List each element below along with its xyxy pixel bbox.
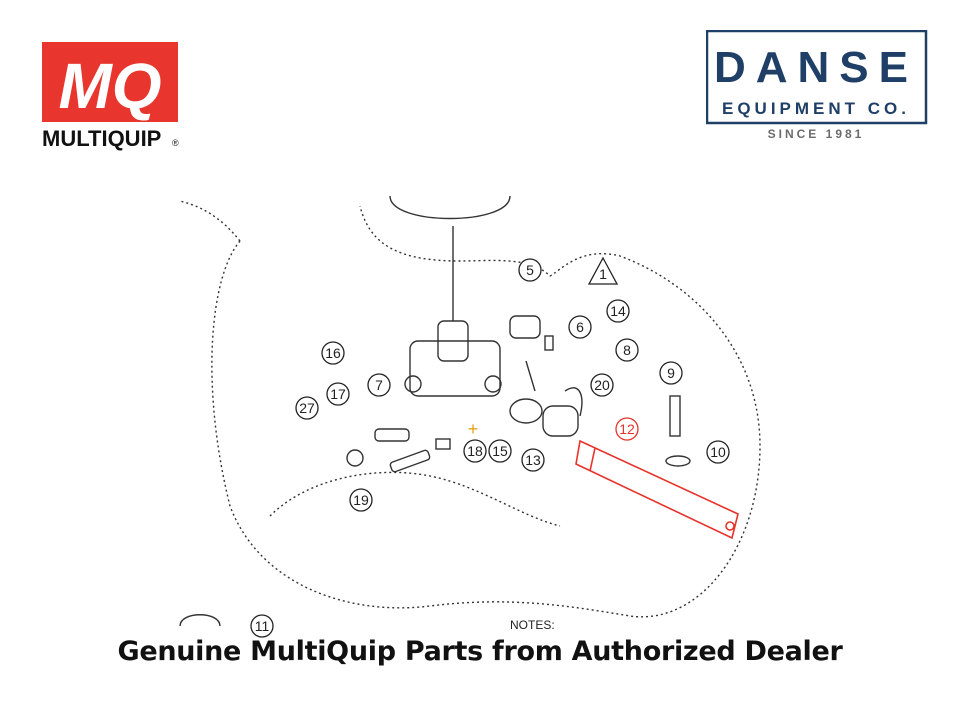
housing-outline (179, 200, 761, 618)
danse-logo-frame (705, 29, 928, 125)
danse-wordmark: DANSE (714, 43, 918, 92)
part-pin (525, 360, 536, 392)
callout-14: 14 (606, 299, 630, 323)
callout-19-label: 19 (353, 492, 369, 508)
callout-17-label: 17 (330, 386, 346, 402)
callout-16: 16 (321, 341, 345, 365)
mq-wordmark: MULTIQUIP (42, 126, 161, 151)
part-12-shaft-highlight (575, 439, 739, 540)
callout-18-marker (463, 439, 487, 463)
callout-19-marker (349, 488, 373, 512)
multiquip-logo: MQ MULTIQUIP ® (42, 42, 180, 152)
part-6-bolt (544, 335, 554, 351)
danse-equipment-logo: DANSE EQUIPMENT CO. SINCE 1981 (705, 29, 928, 142)
callout-6-label: 6 (576, 319, 584, 335)
callout-11-label: 11 (255, 618, 270, 634)
part-5-sleeve (509, 315, 541, 339)
mq-monogram: MQ (58, 50, 161, 122)
callout-12: 12 (615, 417, 639, 441)
callout-1-label: 1 (599, 266, 607, 282)
callout-20-marker (590, 373, 614, 397)
callout-6: 6 (568, 315, 592, 339)
callout-27-label: 27 (299, 400, 315, 416)
valve-body (409, 340, 501, 397)
callout-8-label: 8 (623, 342, 631, 358)
mq-logo-box (42, 42, 178, 122)
callout-20-label: 20 (594, 377, 610, 393)
callout-1: 1 (587, 256, 619, 285)
callout-18-label: 18 (467, 443, 483, 459)
callout-8-marker (615, 338, 639, 362)
callout-9: 9 (659, 361, 683, 385)
part-13-coupler (542, 405, 579, 437)
valve-stem (437, 320, 469, 362)
part-17-fitting (374, 428, 410, 442)
callout-5-label: 5 (526, 262, 534, 278)
callout-13: 13 (521, 448, 545, 472)
callout-7-label: 7 (375, 377, 383, 393)
callout-15-label: 15 (492, 443, 508, 459)
housing-inner-curve (269, 471, 561, 527)
mq-registered-mark: ® (172, 138, 179, 148)
callout-16-label: 16 (325, 345, 341, 361)
callout-13-label: 13 (525, 452, 541, 468)
callout-13-marker (521, 448, 545, 472)
caption: Genuine MultiQuip Parts from Authorized … (117, 636, 843, 667)
callout-14-marker (606, 299, 630, 323)
part-18-clip (435, 438, 451, 450)
callout-8: 8 (615, 338, 639, 362)
callout-7: 7 (367, 373, 391, 397)
notes-label: NOTES: (510, 618, 555, 632)
danse-subtitle: EQUIPMENT CO. (722, 99, 910, 118)
part-9-bolt (669, 395, 681, 437)
valve-port (484, 375, 502, 393)
callout-12-label: 12 (619, 421, 635, 437)
part-15-oring (509, 398, 543, 424)
part-19-valve (389, 449, 431, 473)
part-11-fitting (179, 614, 221, 627)
callout-15-marker (488, 439, 512, 463)
callout-14-label: 14 (610, 303, 626, 319)
part-27-cap (346, 449, 364, 467)
callout-11: 11 (250, 614, 274, 638)
callout-1-marker (587, 256, 619, 285)
callout-11-marker (250, 614, 274, 638)
callout-27: 27 (295, 396, 319, 420)
part-elbow (564, 387, 583, 417)
callout-5-marker (518, 258, 542, 282)
callout-10-label: 10 (710, 444, 726, 460)
callout-12-marker (615, 417, 639, 441)
plus-marker-icon: + (468, 419, 479, 439)
callout-9-marker (659, 361, 683, 385)
callout-10: 10 (706, 440, 730, 464)
callout-19: 19 (349, 488, 373, 512)
callout-10-marker (706, 440, 730, 464)
part-10-washer (665, 455, 691, 467)
danse-since: SINCE 1981 (768, 127, 865, 141)
callout-20: 20 (590, 373, 614, 397)
callout-7-marker (367, 373, 391, 397)
callout-16-marker (321, 341, 345, 365)
callout-9-label: 9 (667, 365, 675, 381)
callout-6-marker (568, 315, 592, 339)
callout-27-marker (295, 396, 319, 420)
callout-15: 15 (488, 439, 512, 463)
top-cover (389, 195, 511, 220)
callout-17: 17 (326, 382, 350, 406)
valve-port (404, 375, 422, 393)
callout-5: 5 (518, 258, 542, 282)
callout-18: 18 (463, 439, 487, 463)
callout-17-marker (326, 382, 350, 406)
